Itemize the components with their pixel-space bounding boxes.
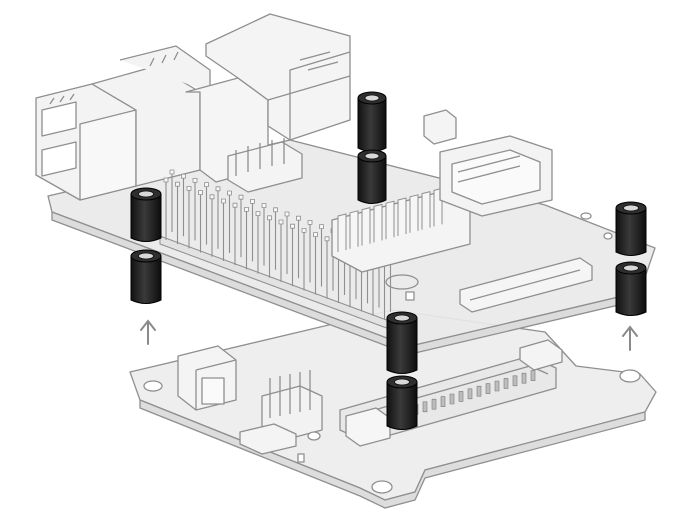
gpio-header	[159, 169, 393, 331]
gpio-pin-tip	[278, 219, 284, 225]
spacer	[386, 311, 418, 374]
gpio-pin-tip	[238, 194, 244, 200]
gpio-pin-tip	[198, 190, 203, 196]
gpio-pin-tip	[255, 211, 261, 217]
jumper	[307, 431, 321, 441]
header-slot	[494, 380, 500, 392]
spacer	[130, 249, 162, 304]
spacer	[130, 187, 162, 242]
assembly-arrows	[140, 319, 638, 351]
gpio-pin-tip	[273, 207, 278, 213]
bottom-board-edge	[139, 399, 646, 509]
gpio-pin-tip	[169, 169, 175, 175]
bottom-corner-component	[519, 339, 563, 371]
heatsink-fin	[373, 203, 383, 243]
gpio-pin-tip	[181, 173, 186, 179]
heatsink-fin	[361, 207, 371, 246]
header-slot	[449, 393, 455, 405]
gpio-pin-tip	[290, 223, 295, 229]
gpio-pin-tip	[204, 182, 209, 188]
heatsink-fin	[349, 210, 359, 249]
gpio-pin-tip	[209, 194, 215, 200]
corner-detail	[603, 232, 613, 240]
small-heatsink	[227, 138, 303, 193]
gpio-pin-tip	[319, 224, 324, 230]
spacer	[357, 91, 387, 152]
mount-hole	[619, 369, 641, 383]
gpio-pin-tip	[313, 232, 318, 238]
small-component	[405, 291, 415, 301]
ethernet-port	[205, 13, 351, 141]
gpio-pin-tip	[232, 202, 238, 208]
header-slot	[458, 391, 464, 402]
display-connector	[459, 257, 593, 313]
gpio-pin-tip	[267, 215, 272, 221]
gpio-pin-tip	[221, 198, 226, 204]
header-slot	[467, 388, 473, 400]
small-component	[297, 453, 305, 463]
bottom-chip	[239, 423, 297, 455]
mount-hole	[143, 380, 163, 392]
gpio-pin-tip	[324, 236, 330, 242]
header-slot	[440, 396, 446, 407]
header-slot	[503, 378, 509, 389]
header-slot	[512, 375, 518, 387]
connector-slot	[201, 377, 225, 405]
standoff-spacers	[130, 91, 647, 430]
corner-detail	[580, 212, 592, 220]
gpio-pin-tip	[227, 190, 232, 196]
gpio-pin-tip	[261, 203, 267, 209]
gpio-pin-tip	[175, 181, 180, 187]
gpio-pin-tip	[250, 198, 255, 204]
mount-hole	[371, 480, 393, 494]
gpio-pin-tip	[284, 211, 290, 217]
arrow-up-icon	[140, 319, 156, 345]
heatsink-fin	[385, 200, 395, 240]
heatsink-fin	[337, 213, 347, 252]
header-slot	[521, 372, 527, 384]
gpio-pin-tip	[296, 215, 301, 221]
heatsink-fin	[409, 194, 419, 233]
gpio-pin-tip	[215, 186, 221, 192]
header-slot	[530, 370, 536, 381]
spacer	[615, 201, 647, 256]
header-slot	[476, 385, 482, 397]
heatsink-fin	[421, 191, 431, 230]
gpio-pin-tip	[186, 185, 192, 191]
gpio-pin-tip	[163, 177, 169, 183]
gpio-pin-tip	[307, 219, 313, 225]
spacer	[386, 375, 418, 430]
spacer	[357, 149, 387, 204]
top-single-board-computer	[35, 13, 656, 354]
bottom-connector-square	[345, 407, 391, 447]
header-slot	[422, 401, 428, 413]
spacer	[615, 261, 647, 316]
header-slot	[485, 383, 491, 394]
header-slot	[431, 398, 437, 410]
gpio-pin-tip	[192, 177, 198, 183]
hdmi-port	[439, 135, 553, 217]
arrow-up-icon	[622, 325, 638, 351]
gpio-pin-tip	[244, 206, 249, 212]
gpio-pin-tip	[301, 227, 307, 233]
mount-hole	[385, 274, 419, 290]
audio-jack	[423, 109, 457, 145]
heatsink-fin	[397, 197, 407, 236]
